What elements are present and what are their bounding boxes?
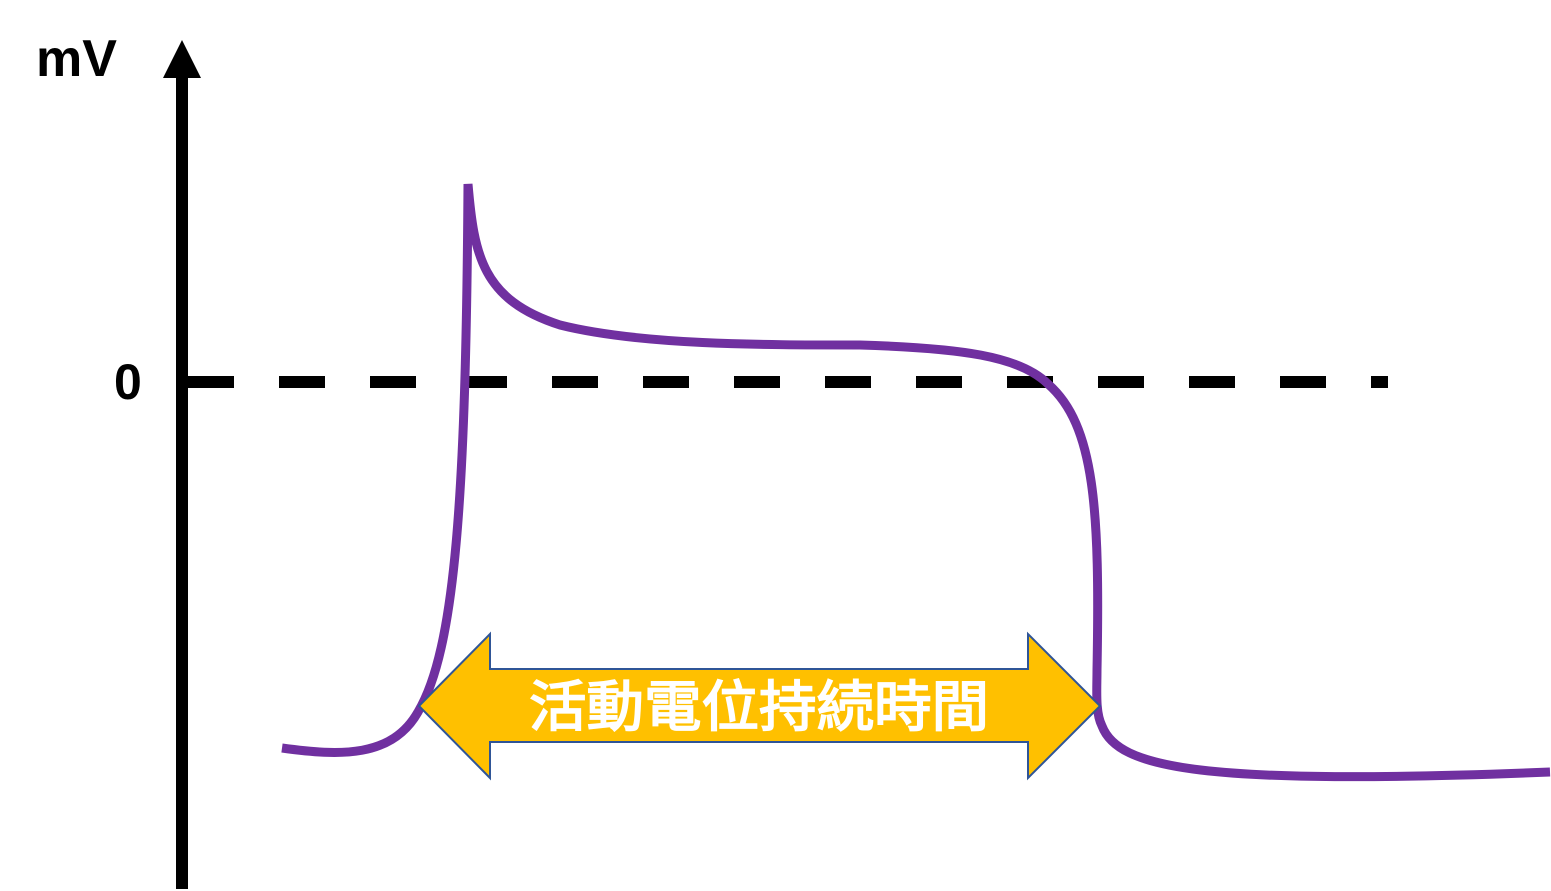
- duration-label: 活動電位持続時間: [529, 675, 989, 739]
- duration-double-arrow: [417, 631, 1102, 781]
- action-potential-curve: [281, 183, 1551, 782]
- y-axis-label: mV: [36, 30, 117, 88]
- zero-label: 0: [114, 354, 142, 410]
- y-axis-arrowhead: [163, 40, 201, 78]
